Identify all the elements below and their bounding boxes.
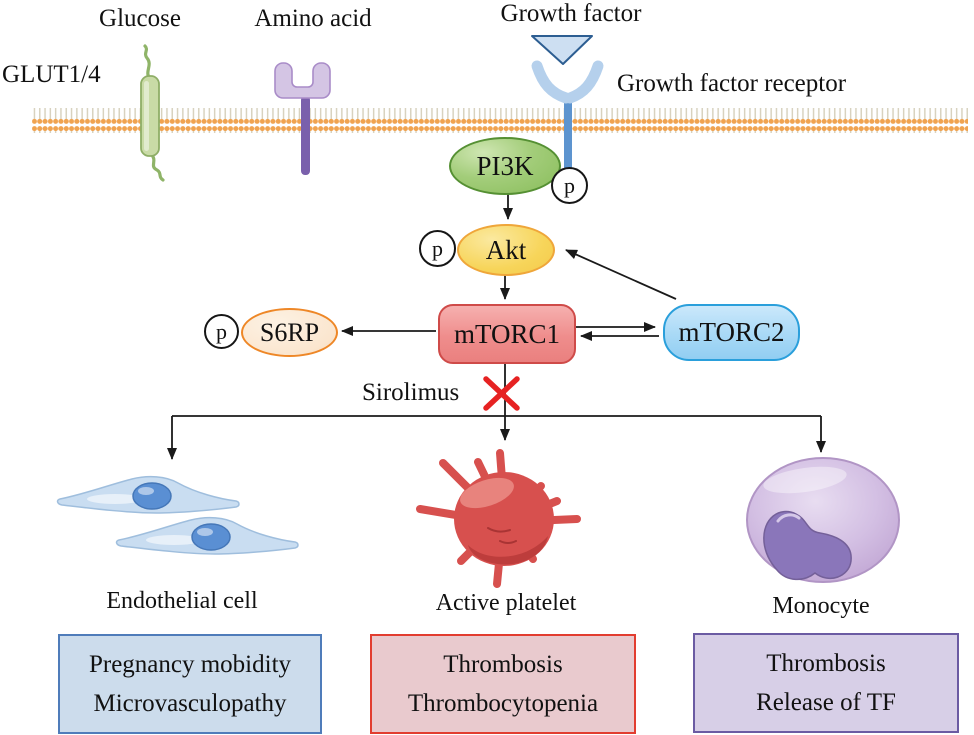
sirolimus-label: Sirolimus xyxy=(362,379,460,406)
akt-label: Akt xyxy=(485,234,527,265)
active-platelet-label: Active platelet xyxy=(435,590,577,616)
platelet-icon xyxy=(416,449,581,588)
inhibition-x-icon xyxy=(483,376,520,411)
phospho-letter: p xyxy=(432,235,443,261)
glucose-label: Glucose xyxy=(99,5,181,32)
pi3k-label: PI3K xyxy=(476,150,534,181)
growth-factor-receptor-icon xyxy=(531,60,604,177)
monocyte-label: Monocyte xyxy=(772,593,870,619)
growth-factor-label: Growth factor xyxy=(500,0,642,27)
phospho-badge-akt: p xyxy=(419,230,456,267)
node-mtorc1: mTORC1 xyxy=(438,304,576,364)
glut-transporter-icon xyxy=(140,44,165,182)
outcome-box-endothelial: Pregnancy mobidity Microvasculopathy xyxy=(58,634,322,734)
outcome-box-platelet: Thrombosis Thrombocytopenia xyxy=(370,634,636,734)
cell-membrane xyxy=(32,108,968,133)
outcome-box-monocyte: Thrombosis Release of TF xyxy=(693,633,959,733)
amino-acid-transporter-icon xyxy=(274,62,331,175)
endothelial-cell-label: Endothelial cell xyxy=(106,588,258,614)
node-akt: Akt xyxy=(457,224,555,276)
monocyte-icon xyxy=(746,457,900,583)
s6rp-label: S6RP xyxy=(259,317,320,347)
amino-acid-label: Amino acid xyxy=(254,5,372,32)
endothelial-cells-icon xyxy=(56,475,299,555)
outcome-line: Release of TF xyxy=(756,689,896,716)
outcome-line: Thrombosis xyxy=(766,650,886,677)
node-pi3k: PI3K xyxy=(449,137,561,195)
growth-factor-receptor-label: Growth factor receptor xyxy=(617,70,847,97)
mtorc1-label: mTORC1 xyxy=(453,318,561,349)
glut-label: GLUT1/4 xyxy=(2,61,101,88)
node-s6rp: S6RP xyxy=(241,308,338,357)
arrow-mtorc2-to-akt xyxy=(565,249,677,300)
phospho-badge-receptor: p xyxy=(551,167,588,204)
growth-factor-icon xyxy=(531,35,593,65)
outcome-line: Microvasculopathy xyxy=(93,690,287,717)
outcome-line: Pregnancy mobidity xyxy=(88,651,292,678)
outcome-line: Thrombosis xyxy=(443,651,563,678)
phospho-letter: p xyxy=(564,172,575,198)
mtorc2-label: mTORC2 xyxy=(678,317,785,347)
pathway-arrows xyxy=(167,190,826,460)
phospho-badge-s6rp: p xyxy=(204,314,239,349)
outcome-line: Thrombocytopenia xyxy=(407,690,599,717)
phospho-letter: p xyxy=(216,318,227,344)
node-mtorc2: mTORC2 xyxy=(663,304,800,361)
